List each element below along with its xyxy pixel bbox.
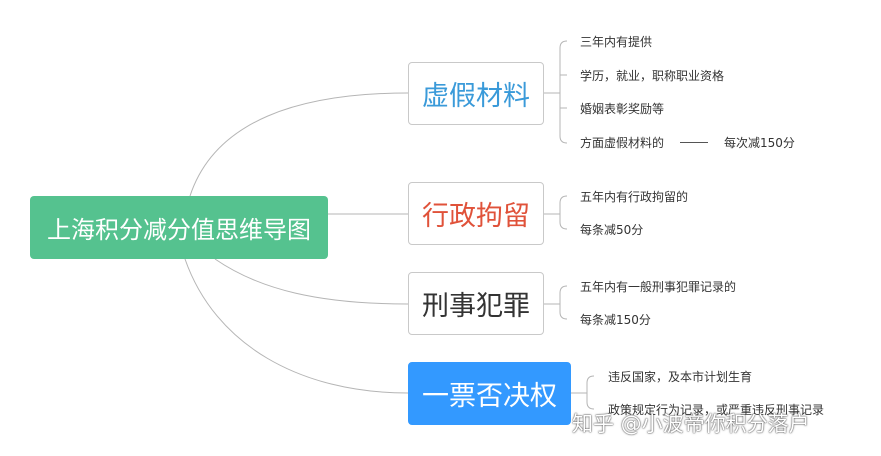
leaf-node[interactable]: 五年内有一般刑事犯罪记录的 [580, 278, 736, 295]
leaf-label: 违反国家，及本市计划生育 [608, 370, 753, 384]
leaf-label: 三年内有提供 [580, 35, 653, 49]
link-b2-leaves [544, 195, 568, 230]
branch-node-criminal-offense[interactable]: 刑事犯罪 [408, 272, 544, 335]
leaf-label: 每条减50分 [580, 223, 644, 237]
root-label: 上海积分减分值思维导图 [47, 216, 311, 244]
branch-label: 刑事犯罪 [422, 291, 530, 322]
branch-label: 一票否决权 [422, 381, 557, 412]
leaf-node[interactable]: 方面虚假材料的 每次减150分 [580, 134, 795, 151]
branch-node-one-vote-veto[interactable]: 一票否决权 [408, 362, 571, 425]
leaf-node[interactable]: 三年内有提供 [580, 33, 652, 50]
branch-label: 行政拘留 [422, 201, 530, 232]
leaf-label: 五年内有行政拘留的 [580, 190, 689, 204]
leaf-node[interactable]: 婚姻表彰奖励等 [580, 100, 664, 117]
leaf-node[interactable]: 每条减50分 [580, 221, 643, 238]
leaf-label: 婚姻表彰奖励等 [580, 102, 665, 116]
root-node[interactable]: 上海积分减分值思维导图 [30, 196, 328, 259]
link-root-b1 [189, 92, 409, 197]
leaf-node[interactable]: 学历，就业，职称职业资格 [580, 67, 724, 84]
leaf-label: 方面虚假材料的 [580, 136, 665, 150]
link-b3-leaves [544, 285, 568, 320]
branch-node-false-materials[interactable]: 虚假材料 [408, 62, 544, 125]
link-b1-leaves [544, 40, 568, 144]
link-root-b4 [184, 258, 409, 394]
leaf-label: 每条减150分 [580, 313, 651, 327]
leaf-node[interactable]: 政策规定行为记录，或严重违反刑事记录 [608, 401, 824, 418]
leaf-connector-dash [680, 142, 709, 143]
leaf-label: 学历，就业，职称职业资格 [580, 69, 725, 83]
branch-node-administrative-detention[interactable]: 行政拘留 [408, 182, 544, 245]
watermark: 知乎 @小波帝你积分落户 [572, 412, 810, 436]
leaf-note: 每次减150分 [724, 136, 795, 150]
link-root-b3 [214, 258, 409, 305]
link-b4-leaves [571, 375, 595, 410]
leaf-label: 五年内有一般刑事犯罪记录的 [580, 280, 737, 294]
leaf-label: 政策规定行为记录，或严重违反刑事记录 [608, 403, 825, 417]
branch-label: 虚假材料 [422, 81, 530, 112]
leaf-node[interactable]: 每条减150分 [580, 311, 651, 328]
leaf-node[interactable]: 违反国家，及本市计划生育 [608, 368, 752, 385]
leaf-node[interactable]: 五年内有行政拘留的 [580, 188, 688, 205]
